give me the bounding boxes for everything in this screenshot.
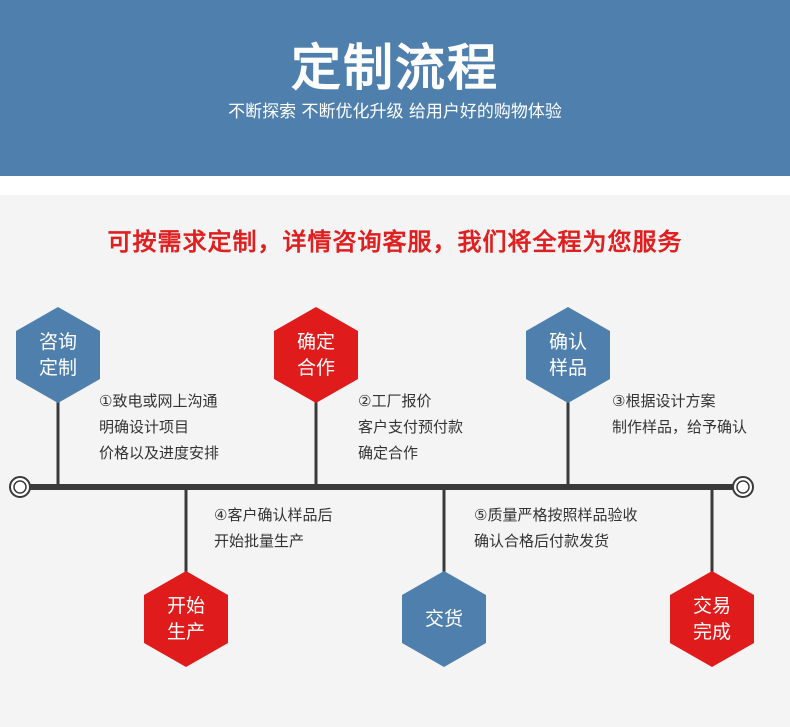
step-confirm-cooperation-line-1: ②工厂报价 — [358, 392, 432, 410]
step-delivery-label: 交货 — [424, 608, 463, 630]
step-delivery-line-1: ⑤质量严格按照样品验收 — [474, 506, 638, 524]
step-confirm-sample-line-2: 制作样品，给予确认 — [612, 418, 748, 436]
step-confirm-sample-line-1: ③根据设计方案 — [612, 392, 716, 410]
process-panel — [0, 195, 790, 727]
step-start-production-hexagon: 开始 生产 — [144, 571, 228, 667]
step-confirm-cooperation-description: ②工厂报价 客户支付预付款 确定合作 — [358, 388, 463, 466]
step-delivery-description: ⑤质量严格按照样品验收 确认合格后付款发货 — [474, 502, 637, 554]
step-confirm-sample-label: 确认 样品 — [548, 331, 587, 379]
step-start-production-description: ④客户确认样品后 开始批量生产 — [214, 502, 332, 554]
step-consult-description: ①致电或网上沟通 明确设计项目 价格以及进度安排 — [99, 388, 219, 466]
step-consult-line-3: 价格以及进度安排 — [99, 444, 220, 462]
step-confirm-sample-description: ③根据设计方案 制作样品，给予确认 — [612, 388, 747, 440]
step-delivery-line-2: 确认合格后付款发货 — [474, 532, 610, 550]
step-consult-line-2: 明确设计项目 — [99, 418, 190, 436]
header-banner: 定制流程 不断探索 不断优化升级 给用户好的购物体验 — [0, 0, 790, 176]
step-confirm-cooperation-hexagon: 确定 合作 — [274, 307, 358, 403]
timeline-start-ring — [9, 476, 31, 498]
step-consult-line-1: ①致电或网上沟通 — [99, 392, 218, 410]
step-start-production-line-1: ④客户确认样品后 — [214, 506, 333, 524]
step-confirm-cooperation-label: 确定 合作 — [296, 331, 335, 379]
step-confirm-cooperation-line-2: 客户支付预付款 — [358, 418, 464, 436]
step-delivery-hexagon: 交货 — [402, 571, 486, 667]
timeline-end-ring — [732, 476, 754, 498]
step-start-production-label: 开始 生产 — [166, 595, 205, 643]
step-complete-label: 交易 完成 — [692, 595, 731, 643]
step-start-production-line-2: 开始批量生产 — [214, 532, 305, 550]
step-consult-label: 咨询 定制 — [38, 331, 77, 379]
step-confirm-sample-hexagon: 确认 样品 — [526, 307, 610, 403]
step-complete-hexagon: 交易 完成 — [670, 571, 754, 667]
step-consult-hexagon: 咨询 定制 — [16, 307, 100, 403]
panel-headline: 可按需求定制，详情咨询客服，我们将全程为您服务 — [107, 228, 683, 256]
page-subtitle: 不断探索 不断优化升级 给用户好的购物体验 — [228, 102, 562, 122]
page-title: 定制流程 — [291, 39, 499, 97]
step-confirm-cooperation-line-3: 确定合作 — [358, 444, 419, 462]
